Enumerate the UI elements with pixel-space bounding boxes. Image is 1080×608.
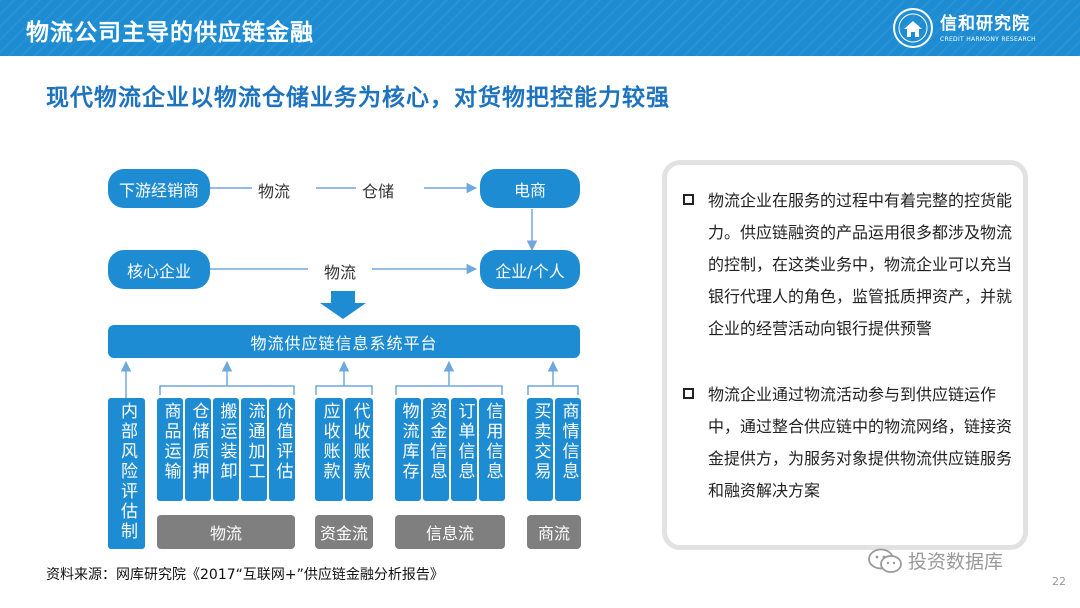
logo-chinese-name: 信和研究院 (940, 13, 1030, 34)
node-downstream-dealer: 下游经销商 (108, 169, 210, 208)
category-capital-flow: 资金流 (315, 515, 373, 549)
page-number: 22 (1052, 575, 1066, 588)
node-core-enterprise: 核心企业 (108, 250, 210, 289)
internal-risk-label: 内部风险评估制 (117, 402, 137, 542)
group-bracket (527, 385, 579, 395)
group-item: 物流库存 (395, 398, 421, 501)
big-down-arrow-icon (320, 291, 366, 319)
square-bullet-icon (683, 194, 694, 205)
flow-label-logistics-mid: 物流 (324, 263, 357, 282)
flow-label-warehousing: 仓储 (362, 182, 395, 201)
watermark: 投资数据库 (868, 547, 1003, 574)
bullet-item: 物流企业通过物流活动参与到供应链运作中，通过整合供应链中的物流网络，链接资金提供… (683, 379, 1012, 507)
group-item: 信用信息 (479, 398, 505, 501)
bullet-text: 物流企业在服务的过程中有着完整的控货能力。供应链融资的产品运用很多都涉及物流的控… (708, 191, 1013, 338)
group-item: 订单信息 (451, 398, 477, 501)
watermark-text: 投资数据库 (908, 551, 1004, 573)
group-item: 代收账款 (345, 398, 373, 501)
group-item: 搬运装卸 (213, 398, 239, 501)
group-bracket (315, 385, 373, 395)
research-institute-logo-icon (893, 8, 933, 48)
group-item: 仓储质押 (185, 398, 211, 501)
group-item: 资金信息 (423, 398, 449, 501)
slide-subtitle: 现代物流企业以物流仓储业务为核心，对货物把控能力较强 (46, 85, 670, 111)
header-bar: 物流公司主导的供应链金融 信和研究院 CREDIT HARMONY RESEAR… (0, 0, 1080, 56)
brand-logo: 信和研究院 CREDIT HARMONY RESEARCH (892, 6, 1036, 50)
node-ecommerce: 电商 (480, 169, 580, 208)
group-item: 应收账款 (315, 398, 343, 501)
category-logistics: 物流 (157, 515, 295, 549)
group-item: 流通加工 (241, 398, 267, 501)
bullet-item: 物流企业在服务的过程中有着完整的控货能力。供应链融资的产品运用很多都涉及物流的控… (683, 185, 1012, 345)
group-bracket (395, 385, 503, 395)
source-note: 资料来源：网库研究院《2017“互联网+”供应链金融分析报告》 (46, 567, 444, 583)
group-item: 买卖交易 (527, 398, 553, 501)
group-item: 商品运输 (157, 398, 183, 501)
group-bracket (159, 385, 295, 395)
wechat-icon (868, 548, 902, 573)
category-commerce-flow: 商流 (527, 515, 581, 549)
flow-label-logistics-top: 物流 (258, 182, 291, 201)
info-system-platform: 物流供应链信息系统平台 (108, 325, 580, 358)
category-information-flow: 信息流 (395, 515, 505, 549)
logo-english-name: CREDIT HARMONY RESEARCH (940, 35, 1036, 43)
node-enterprise-individual: 企业/个人 (480, 250, 580, 289)
bullet-text: 物流企业通过物流活动参与到供应链运作中，通过整合供应链中的物流网络，链接资金提供… (708, 385, 1013, 500)
internal-risk-assessment-box: 内部风险评估制 (108, 398, 145, 549)
page-title: 物流公司主导的供应链金融 (26, 20, 314, 46)
square-bullet-icon (683, 388, 694, 399)
group-item: 商情信息 (555, 398, 581, 501)
group-item: 价值评估 (269, 398, 295, 501)
description-panel: 物流企业在服务的过程中有着完整的控货能力。供应链融资的产品运用很多都涉及物流的控… (662, 160, 1028, 550)
